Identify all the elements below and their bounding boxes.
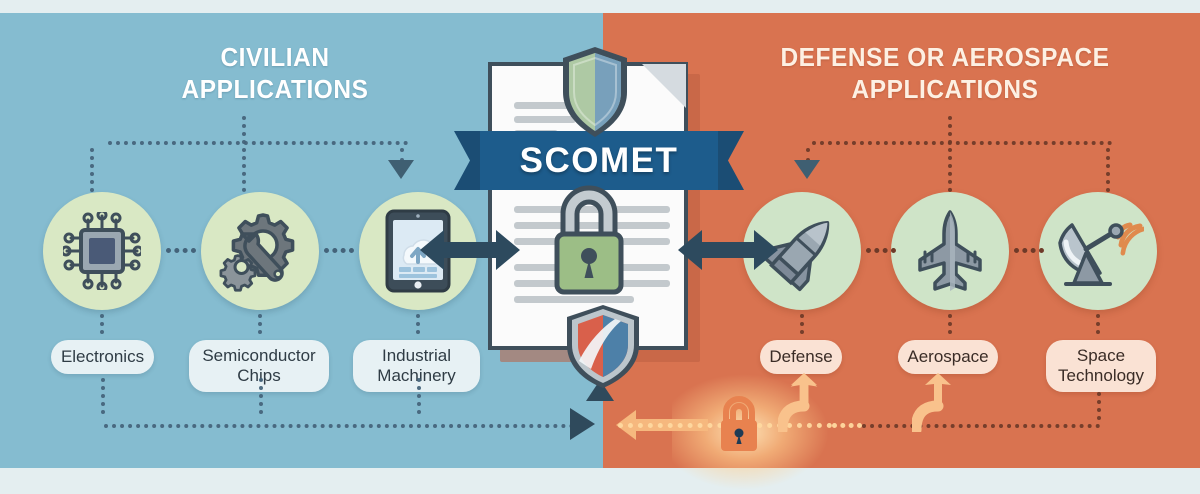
- label-space-technology[interactable]: Space Technology: [1046, 340, 1156, 392]
- civilian-stub-2: [258, 314, 262, 334]
- defense-link-1: [866, 248, 896, 253]
- defense-title-line2: APPLICATIONS: [851, 73, 1039, 104]
- civilian-return-arrow: [570, 408, 595, 440]
- label-electronics-text: Electronics: [60, 347, 145, 367]
- light-trail-right: [832, 423, 862, 428]
- defense-branch-center: [948, 116, 952, 192]
- fighter-jet-icon: [907, 210, 993, 292]
- padlock-icon: [543, 182, 635, 305]
- civilian-stub-3: [416, 314, 420, 334]
- missile-icon: [760, 209, 844, 293]
- defense-link-2: [1014, 248, 1044, 253]
- return-stub-electronics: [101, 378, 105, 414]
- civilian-branch-right: [400, 148, 404, 162]
- flow-arrow-defense: [776, 372, 834, 437]
- ribbon-label: SCOMET: [519, 140, 679, 180]
- defense-panel-title: DEFENSE OR AEROSPACE APPLICATIONS: [729, 42, 1161, 105]
- civilian-title-line2: APPLICATIONS: [181, 73, 369, 104]
- label-defense[interactable]: Defense: [760, 340, 842, 374]
- node-icon-space-technology[interactable]: [1039, 192, 1157, 310]
- shield-icon: [563, 303, 643, 394]
- glowing-padlock-icon: [716, 396, 762, 454]
- label-electronics[interactable]: Electronics: [51, 340, 154, 374]
- satellite-dish-icon: [1052, 209, 1144, 293]
- microchip-icon: [63, 212, 141, 290]
- doc-text-line: [514, 206, 670, 213]
- defense-branch-right: [1106, 148, 1110, 192]
- doc-text-line: [514, 102, 576, 109]
- return-stub-space-tech: [1097, 392, 1101, 420]
- shield-icon: [558, 44, 632, 145]
- defense-branch-arrow: [794, 160, 820, 179]
- node-icon-defense[interactable]: [743, 192, 861, 310]
- node-icon-aerospace[interactable]: [891, 192, 1009, 310]
- bidirectional-arrow-right: [676, 224, 780, 281]
- civilian-link-2: [324, 248, 354, 253]
- defense-stub-2: [948, 314, 952, 334]
- label-semiconductor-chips-text: Semiconductor Chips: [202, 346, 316, 385]
- civilian-link-1: [166, 248, 196, 253]
- defense-stub-3: [1096, 314, 1100, 334]
- document-fold: [642, 64, 686, 108]
- defense-stub-1: [800, 314, 804, 334]
- node-icon-industrial-machinery[interactable]: [359, 192, 477, 310]
- civilian-bus-line: [108, 141, 408, 145]
- label-aerospace-text: Aerospace: [907, 347, 989, 367]
- defense-return-line: [862, 424, 1100, 428]
- return-stub-machinery: [417, 378, 421, 414]
- label-defense-text: Defense: [769, 347, 833, 367]
- civilian-branch-center: [242, 116, 246, 192]
- label-industrial-machinery-text: Industrial Machinery: [377, 346, 456, 385]
- return-stub-semiconductor: [259, 378, 263, 414]
- node-icon-semiconductor-chips[interactable]: [201, 192, 319, 310]
- defense-bus-line: [812, 141, 1112, 145]
- bidirectional-arrow-left: [418, 224, 522, 281]
- label-semiconductor-chips[interactable]: Semiconductor Chips: [189, 340, 329, 392]
- doc-text-line: [514, 222, 670, 229]
- civilian-return-line: [104, 424, 574, 428]
- civilian-branch-arrow: [388, 160, 414, 179]
- civilian-branch-left: [90, 148, 94, 192]
- label-aerospace[interactable]: Aerospace: [898, 340, 998, 374]
- label-industrial-machinery[interactable]: Industrial Machinery: [353, 340, 480, 392]
- node-icon-electronics[interactable]: [43, 192, 161, 310]
- defense-branch-left: [806, 148, 810, 162]
- label-space-technology-text: Space Technology: [1058, 346, 1145, 385]
- civilian-stub-1: [100, 314, 104, 334]
- flow-arrow-aerospace: [910, 372, 972, 437]
- civilian-panel-title: CIVILIAN APPLICATIONS: [101, 42, 449, 105]
- doc-text-line: [514, 296, 634, 303]
- doc-text-line: [514, 116, 576, 123]
- civilian-title-line1: CIVILIAN: [220, 42, 330, 72]
- defense-title-line1: DEFENSE OR AEROSPACE: [780, 42, 1110, 72]
- ribbon-band: SCOMET: [480, 131, 718, 190]
- gear-wrench-icon: [219, 210, 301, 292]
- scomet-ribbon: SCOMET: [454, 131, 744, 190]
